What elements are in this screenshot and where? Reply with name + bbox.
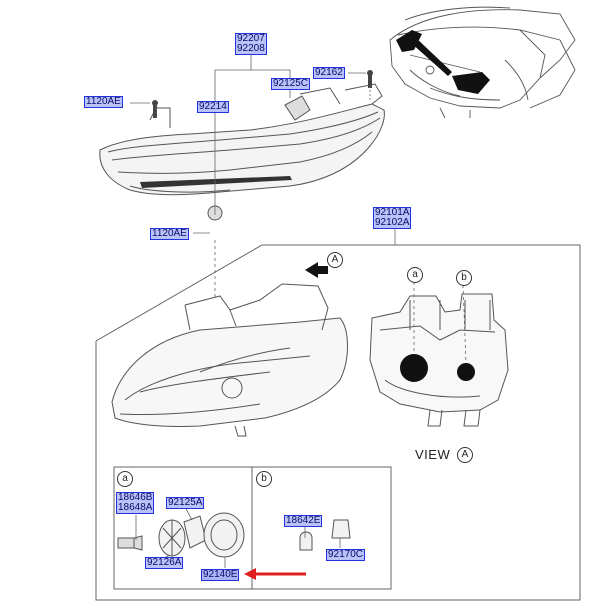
detail-box [95, 244, 581, 601]
part-label-18642e[interactable]: 18642E [284, 515, 323, 527]
part-label-18646b-18648a[interactable]: 18646B 18648A [116, 492, 155, 514]
part-label-92214[interactable]: 92214 [197, 101, 229, 113]
part-label-92102a[interactable]: 92102A [375, 217, 410, 228]
detail-bulb-18648a [117, 535, 143, 551]
detail-cap-92125a [183, 515, 207, 549]
drl-lamp-dark-edge [140, 176, 292, 188]
callout-a-main: a [407, 267, 423, 283]
part-label-18648a[interactable]: 18648A [118, 502, 153, 513]
view-direction-arrow [305, 262, 328, 278]
callout-a-detail: a [117, 471, 133, 487]
main-headlamp-housing [111, 283, 348, 437]
part-label-92207-92208[interactable]: 92207 92208 [235, 33, 267, 55]
vehicle-thumbnail [389, 6, 576, 119]
view-a-rear-housing [369, 293, 509, 427]
view-a-caption-letter: A [457, 447, 473, 463]
red-pointer-arrow [244, 568, 306, 580]
detail-grommet-92126a [158, 519, 186, 557]
view-arrow-letter: A [327, 252, 343, 268]
part-label-92162[interactable]: 92162 [313, 67, 345, 79]
part-label-92170c[interactable]: 92170C [326, 549, 366, 561]
part-label-1120ae-mid[interactable]: 1120AE [150, 228, 189, 240]
part-label-92207[interactable]: 92207 [237, 33, 265, 44]
view-a-sockets [400, 354, 475, 382]
callout-b-detail: b [256, 471, 272, 487]
part-label-18646b[interactable]: 18646B [118, 492, 153, 503]
detail-bulb-18642e [299, 531, 313, 551]
detail-cover-92140e [203, 512, 245, 558]
callout-b-main: b [456, 270, 472, 286]
bulb-cap-92125c [284, 95, 311, 121]
part-label-92140e[interactable]: 92140E [201, 569, 240, 581]
part-label-92125a[interactable]: 92125A [166, 497, 205, 509]
view-a-caption: VIEW [415, 447, 450, 462]
part-label-92126a[interactable]: 92126A [145, 557, 184, 569]
part-label-92101a[interactable]: 92101A [375, 207, 410, 218]
view-a-caption-text: VIEW [415, 447, 451, 462]
detail-socket-92170c [331, 519, 351, 539]
part-label-1120ae-top[interactable]: 1120AE [84, 96, 123, 108]
leader-lines [130, 53, 467, 568]
part-label-92101a-92102a[interactable]: 92101A 92102A [373, 207, 412, 229]
drl-lamp-assembly [99, 83, 385, 196]
part-label-92208[interactable]: 92208 [237, 43, 265, 54]
part-label-92125c[interactable]: 92125C [271, 78, 311, 90]
vehicle-headlamp-highlight [396, 30, 490, 94]
